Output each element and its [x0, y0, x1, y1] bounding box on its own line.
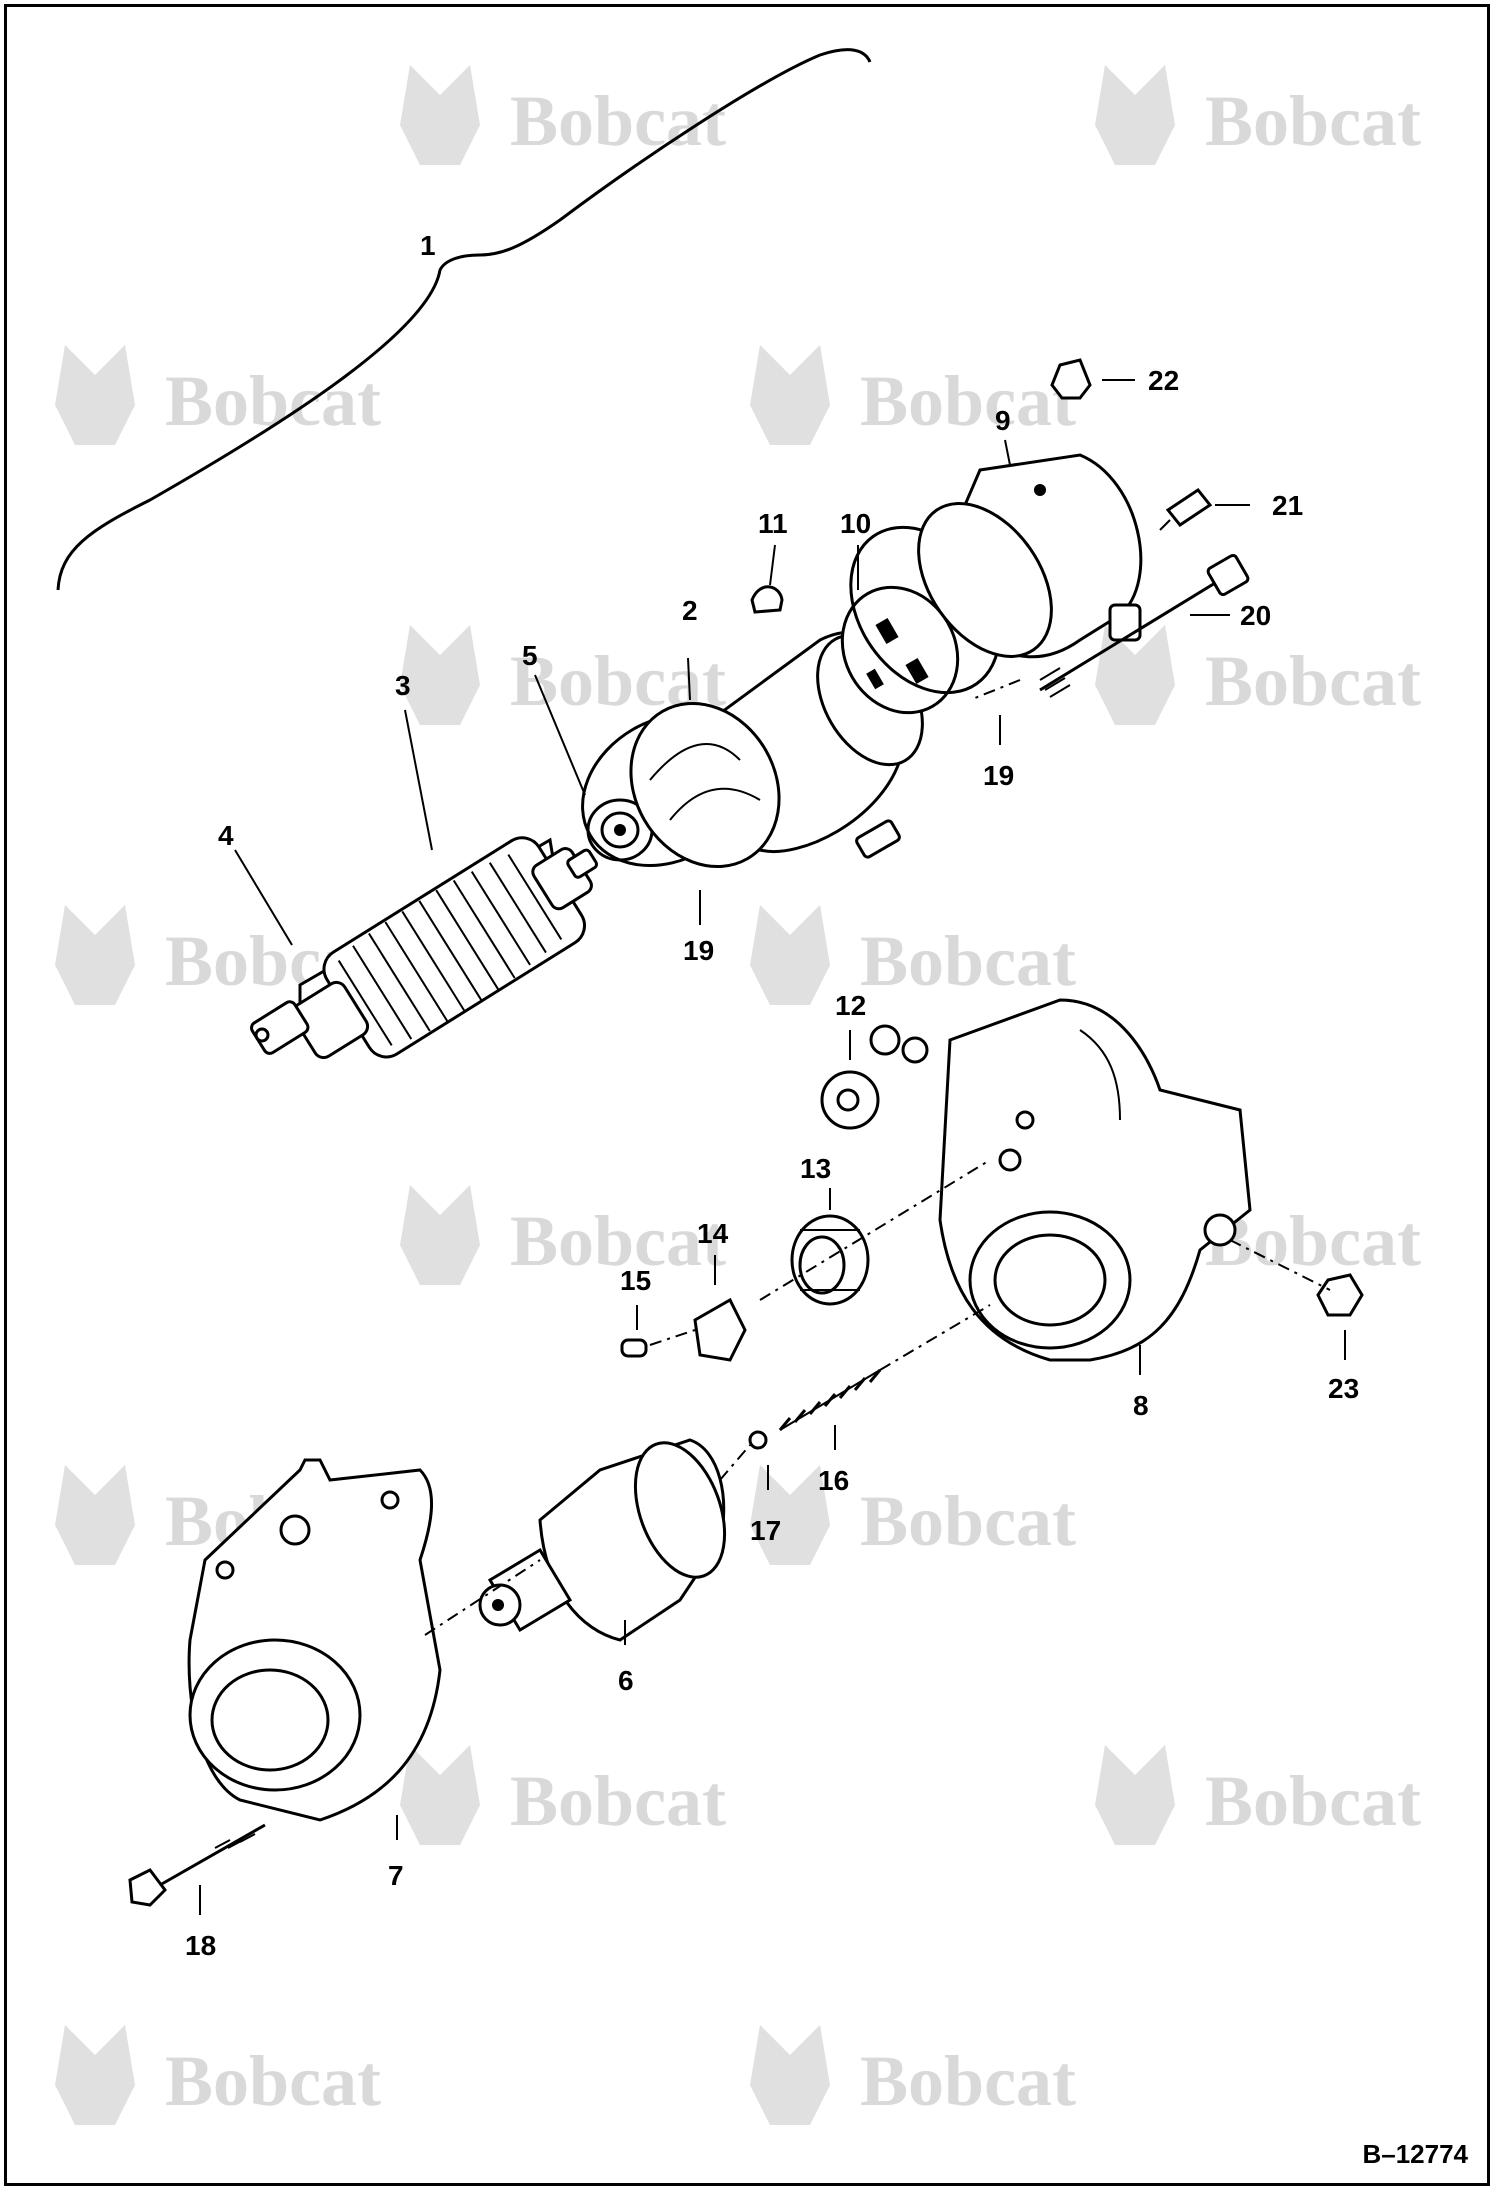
callout-23: 23 [1328, 1373, 1359, 1404]
brush-spring [750, 585, 784, 614]
callout-10: 10 [840, 508, 871, 539]
callout-5: 5 [522, 640, 538, 671]
callout-7: 7 [388, 1860, 404, 1891]
callout-2: 2 [682, 595, 698, 626]
idle-gear-small [820, 1024, 929, 1130]
terminal-bolt [1159, 487, 1213, 531]
figure-number: B–12774 [1362, 2139, 1468, 2169]
watermark-13: Bobcat [400, 1745, 726, 1845]
watermark-14: Bobcat [1095, 1745, 1421, 1845]
callout-20: 20 [1240, 600, 1271, 631]
mounting-bolt [128, 1823, 266, 1907]
brush-holder [840, 585, 960, 715]
assembly-axes [424, 679, 1331, 1636]
ball [748, 1430, 768, 1450]
callout-14: 14 [697, 1218, 729, 1249]
watermark-9: Bobcat [400, 1185, 726, 1285]
watermark-2: Bobcat [1095, 65, 1421, 165]
watermark-8: Bobcat [750, 905, 1076, 1005]
terminal-cap [1050, 358, 1092, 400]
watermark-text: Bobcat [860, 361, 1076, 441]
diagram-border [4, 4, 1490, 2186]
nut [1316, 1273, 1364, 1317]
watermark-layer: Bobcat Bobcat Bobcat Bobcat Bobcat Bobca… [55, 65, 1421, 2125]
assembly-bracket [56, 48, 872, 591]
watermark-text: Bobcat [860, 2041, 1076, 2121]
watermark-text: Bobcat [510, 81, 726, 161]
drive-housing [187, 1458, 442, 1822]
callout-1: 1 [420, 230, 436, 261]
end-cover [917, 453, 1143, 659]
callout-8: 8 [1133, 1390, 1149, 1421]
callout-11: 11 [758, 508, 788, 539]
callout-6: 6 [618, 1665, 634, 1696]
spring [778, 1369, 882, 1431]
watermark-text: Bobcat [165, 2041, 381, 2121]
callout-17: 17 [750, 1515, 781, 1546]
watermark-text: Bobcat [1205, 81, 1421, 161]
watermark-15: Bobcat [55, 2025, 381, 2125]
callout-3: 3 [395, 670, 411, 701]
callout-4: 4 [218, 820, 234, 851]
watermark-6: Bobcat [1095, 625, 1421, 725]
callout-13: 13 [800, 1153, 831, 1184]
bearing [586, 798, 654, 862]
overrunning-clutch [478, 1438, 727, 1642]
watermark-12: Bobcat [750, 1465, 1076, 1565]
callout-16: 16 [818, 1465, 849, 1496]
roller [620, 1338, 648, 1358]
callout-22: 22 [1148, 365, 1179, 396]
watermark-text: Bobcat [1205, 641, 1421, 721]
starter-housing [938, 998, 1252, 1362]
callout-21: 21 [1272, 490, 1303, 521]
idle-gear [790, 1214, 870, 1306]
callout-19-upper: 19 [983, 760, 1014, 791]
watermark-1: Bobcat [400, 65, 726, 165]
watermark-text: Bobcat [510, 1201, 726, 1281]
callout-19-lower: 19 [683, 935, 714, 966]
watermark-4: Bobcat [750, 345, 1076, 445]
callouts: 1 2 3 4 5 6 7 8 9 10 11 12 13 14 15 16 1… [185, 230, 1359, 1961]
watermark-text: Bobcat [1205, 1761, 1421, 1841]
armature [250, 836, 599, 1060]
through-bolt [1039, 553, 1250, 698]
callout-9: 9 [995, 405, 1011, 436]
callout-18: 18 [185, 1930, 216, 1961]
leader-lines [199, 379, 1346, 1915]
watermark-text: Bobcat [510, 1761, 726, 1841]
watermark-3: Bobcat [55, 345, 381, 445]
watermark-16: Bobcat [750, 2025, 1076, 2125]
callout-15: 15 [620, 1265, 651, 1296]
retainer [693, 1297, 747, 1362]
watermark-text: Bobcat [860, 921, 1076, 1001]
watermark-text: Bobcat [860, 1481, 1076, 1561]
callout-12: 12 [835, 990, 866, 1021]
